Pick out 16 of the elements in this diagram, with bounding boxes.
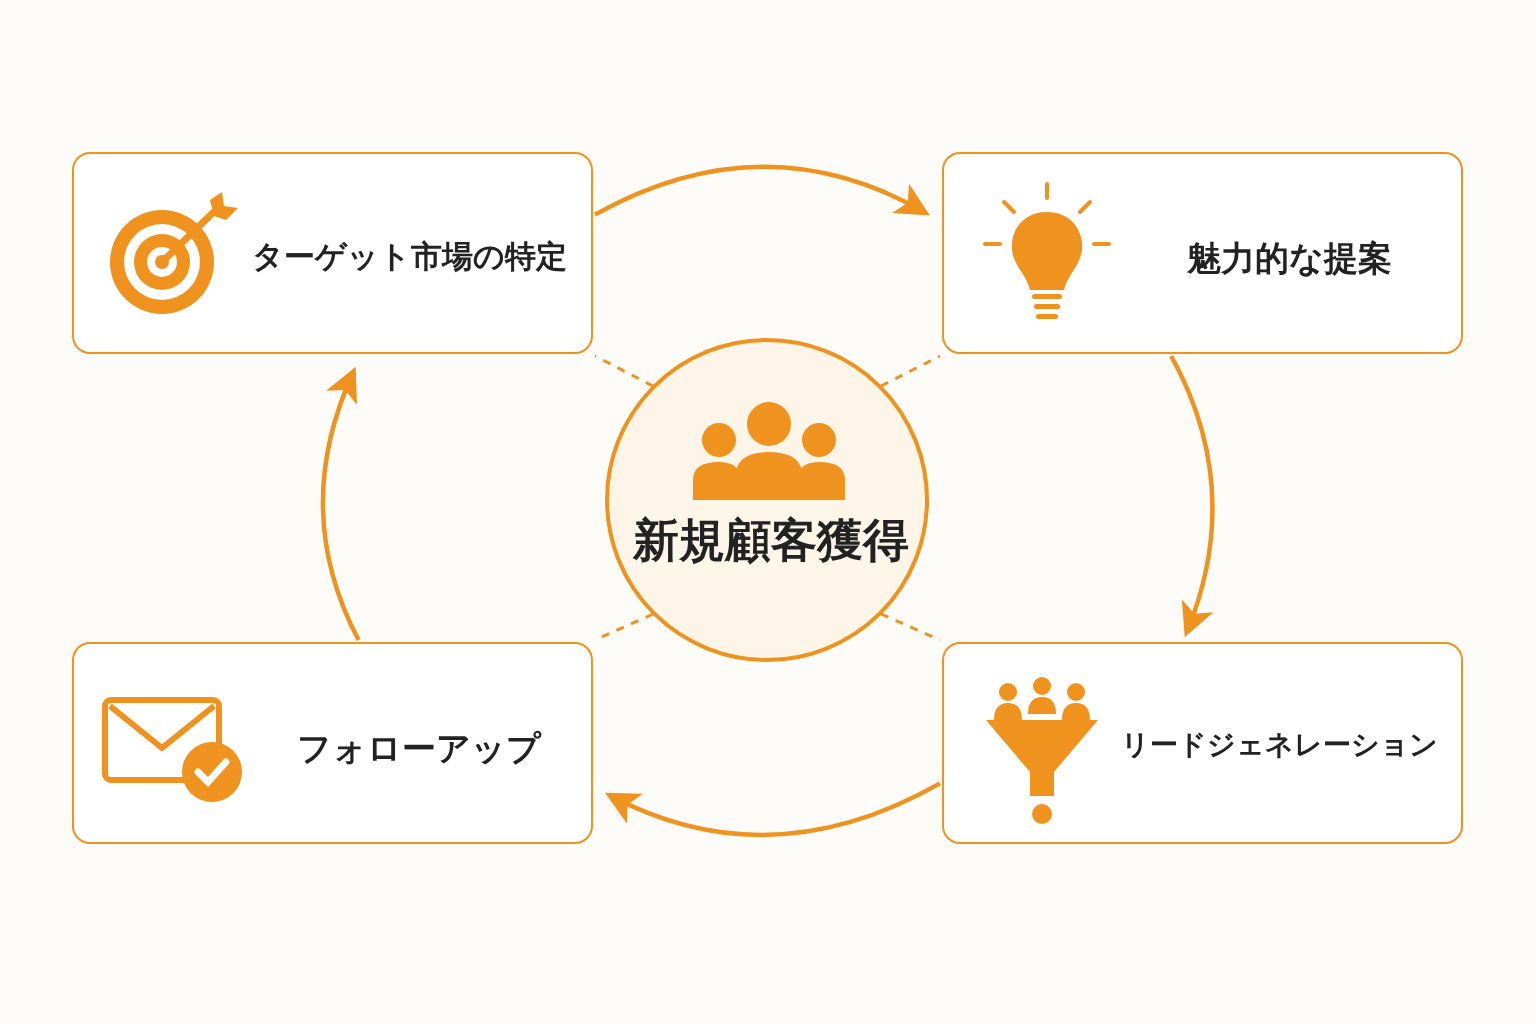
step-label: フォローアップ (296, 727, 543, 770)
step-label: 魅力的な提案 (1185, 237, 1393, 280)
arrow (593, 164, 930, 217)
arrow (320, 366, 361, 641)
step-box (72, 152, 593, 354)
step-box (942, 642, 1463, 844)
dashed-connector (880, 354, 941, 388)
step-label: 新規顧客獲得 (632, 512, 910, 569)
dashed-connector (880, 612, 941, 642)
dashed-connector (594, 354, 654, 388)
arrow (1169, 354, 1215, 638)
step-label: ターゲット市場の特定 (250, 237, 568, 276)
step-label: リードジェネレーション (1119, 727, 1439, 763)
step-box (72, 642, 593, 844)
step-box (942, 152, 1463, 354)
arrow (604, 781, 942, 837)
